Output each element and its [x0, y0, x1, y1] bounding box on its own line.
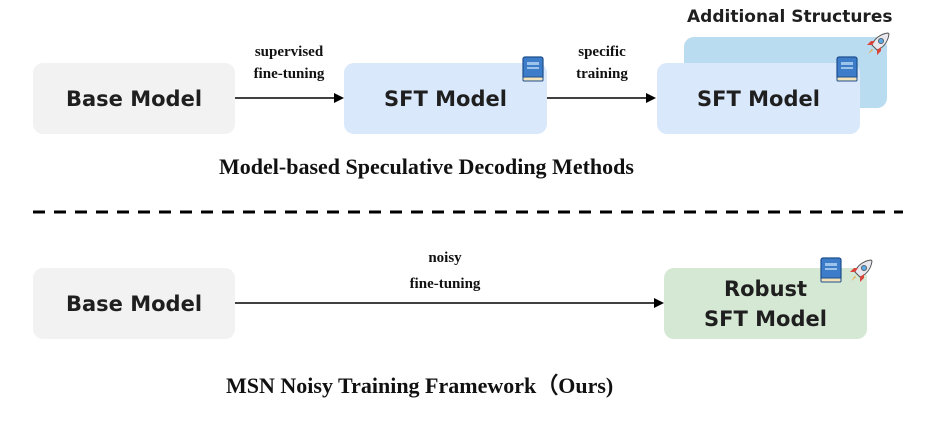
rocket-icon [867, 32, 890, 55]
robust-label-line2: SFT Model [704, 306, 827, 331]
sft-model-box-2: SFT Model [657, 63, 860, 134]
bottom-caption: MSN Noisy Training Framework（Ours) [226, 373, 614, 398]
specific-training-label: specific training [576, 44, 628, 82]
noisy-fine-tuning-label: noisy fine-tuning [409, 250, 481, 292]
sft-model-label-2: SFT Model [697, 86, 820, 111]
book-icon [836, 56, 858, 82]
base-model-label-bottom: Base Model [65, 291, 203, 316]
robust-label-line1: Robust [723, 276, 808, 301]
base-model-label: Base Model [65, 86, 203, 111]
book-icon [820, 257, 842, 283]
supervised-fine-tuning-label: supervised fine-tuning [253, 44, 325, 82]
top-caption: Model-based Speculative Decoding Methods [219, 154, 634, 179]
base-model-box-bottom: Base Model [33, 268, 235, 339]
book-icon [522, 56, 544, 82]
sft-model-label: SFT Model [384, 86, 507, 111]
base-model-box: Base Model [33, 63, 235, 134]
additional-structures-title: Additional Structures [687, 7, 893, 27]
sft-model-box: SFT Model [344, 63, 547, 134]
rocket-icon [850, 259, 873, 282]
